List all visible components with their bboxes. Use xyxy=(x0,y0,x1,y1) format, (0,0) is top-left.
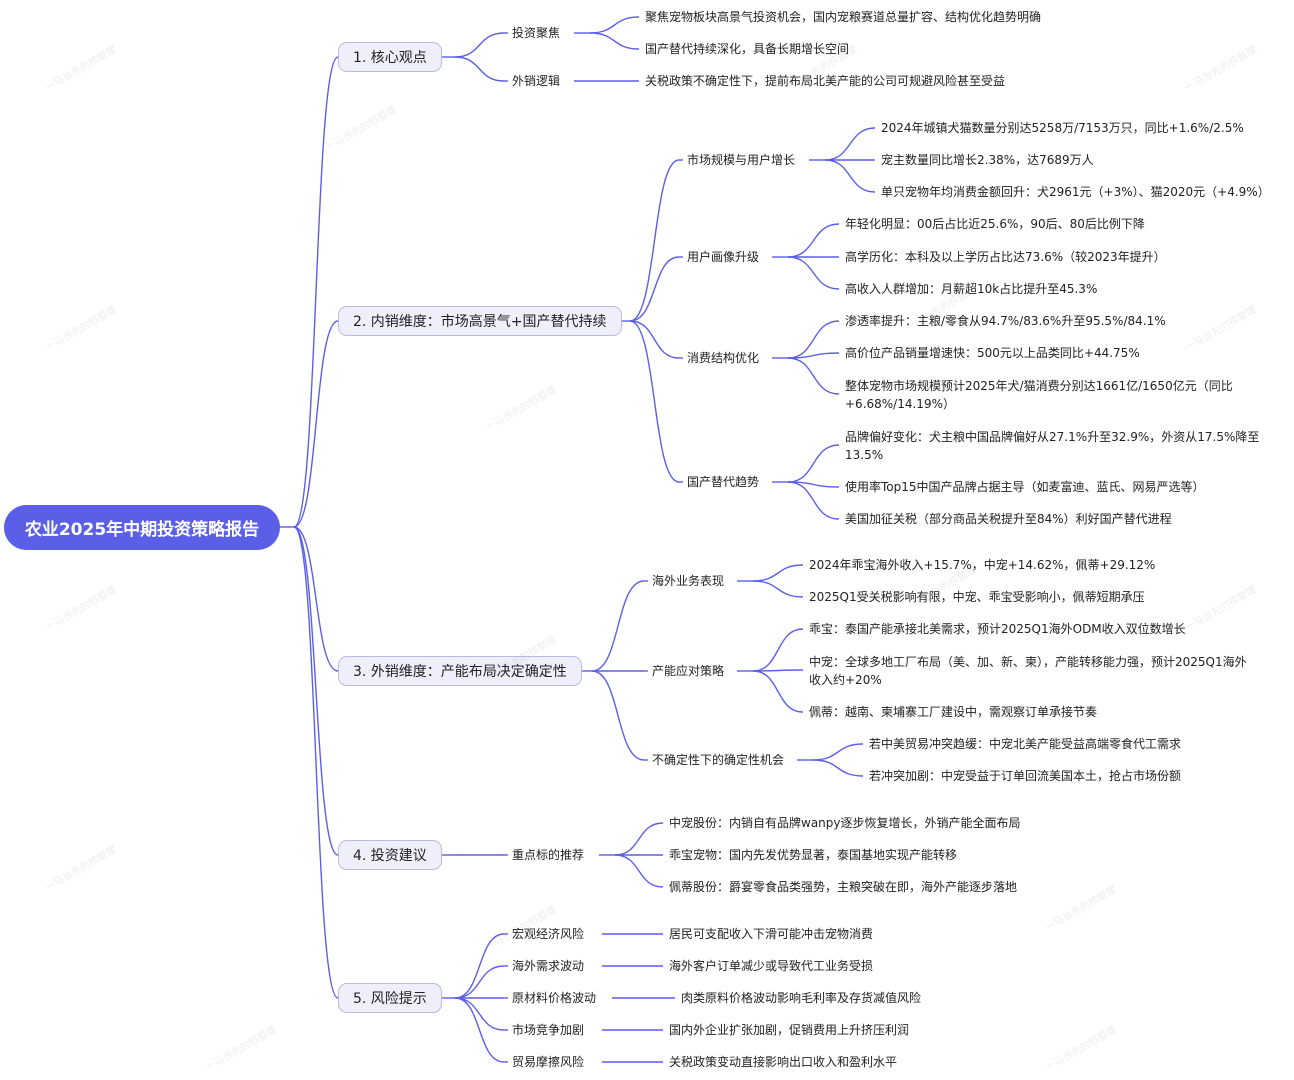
connector-line xyxy=(614,854,664,888)
section-label: 2. 内销维度：市场高景气+国产替代持续 xyxy=(353,314,607,330)
connector-line xyxy=(752,669,804,672)
connector-line xyxy=(824,127,876,161)
leaf-node: 2025Q1受关税影响有限，中宠、乖宝受影响小，佩蒂短期承压 xyxy=(809,590,1145,604)
section-label: 3. 外销维度：产能布局决定确定性 xyxy=(353,664,567,680)
leaf-node: 乖宝：泰国产能承接北美需求，预计2025Q1海外ODM收入双位数增长 xyxy=(809,622,1186,636)
root-label: 农业2025年中期投资策略报告 xyxy=(24,520,260,540)
sub-node[interactable]: 重点标的推荐 xyxy=(512,848,585,862)
sub-node[interactable]: 消费结构优化 xyxy=(687,351,760,365)
connector-line xyxy=(293,526,339,856)
leaf-node: 使用率Top15中国产品牌占据主导（如麦富迪、蓝氏、网易严选等） xyxy=(845,480,1205,494)
connector-line xyxy=(454,997,505,1031)
leaf-node: 肉类原料价格波动影响毛利率及存货减值风险 xyxy=(681,991,922,1005)
sub-node[interactable]: 市场规模与用户增长 xyxy=(687,153,796,167)
connector-line xyxy=(752,628,804,672)
connector-line xyxy=(787,357,840,395)
connector-line xyxy=(293,526,339,672)
connector-line xyxy=(787,481,840,520)
sub-node[interactable]: 海外业务表现 xyxy=(652,574,725,588)
leaf-node: 国内外企业扩张加剧，促销费用上升挤压利润 xyxy=(669,1023,910,1037)
leaf-node: 聚焦宠物板块高景气投资机会，国内宠粮赛道总量扩容、结构优化趋势明确 xyxy=(645,10,1042,24)
leaf-node: 居民可支配收入下滑可能冲击宠物消费 xyxy=(669,927,874,941)
sub-node[interactable]: 投资聚焦 xyxy=(512,26,561,40)
connector-line xyxy=(614,822,664,856)
sub-node[interactable]: 不确定性下的确定性机会 xyxy=(652,753,785,767)
sub-node[interactable]: 外销逻辑 xyxy=(512,74,561,88)
connector-line xyxy=(293,526,339,999)
connector-line xyxy=(824,159,876,193)
sub-node[interactable]: 市场竞争加剧 xyxy=(512,1023,585,1037)
connector-line xyxy=(293,320,339,528)
section-label: 1. 核心观点 xyxy=(353,50,427,66)
connector-line xyxy=(629,256,680,322)
connector-line xyxy=(454,965,505,999)
connector-line xyxy=(591,580,645,672)
sub-node[interactable]: 产能应对策略 xyxy=(652,664,725,678)
sub-node[interactable]: 原材料价格波动 xyxy=(512,991,597,1005)
connector-line xyxy=(454,32,505,58)
connector-line xyxy=(293,56,339,528)
leaf-node: 乖宝宠物：国内先发优势显著，泰国基地实现产能转移 xyxy=(669,848,958,862)
leaf-node: 若冲突加剧：中宠受益于订单回流美国本土，抢占市场份额 xyxy=(869,769,1182,783)
leaf-node: 美国加征关税（部分商品关税提升至84%）利好国产替代进程 xyxy=(845,512,1172,526)
section-risk-warning[interactable]: 5. 风险提示 xyxy=(338,983,442,1013)
sub-node[interactable]: 贸易摩擦风险 xyxy=(512,1055,585,1069)
leaf-node: 中宠：全球多地工厂布局（美、加、新、柬），产能转移能力强，预计2025Q1海外收… xyxy=(809,655,1247,687)
connector-line xyxy=(787,352,840,359)
leaf-node: 整体宠物市场规模预计2025年犬/猫消费分别达1661亿/1650亿元（同比+6… xyxy=(845,379,1233,411)
connector-line xyxy=(589,16,640,34)
section-export-sales[interactable]: 3. 外销维度：产能布局决定确定性 xyxy=(338,656,582,686)
connector-line xyxy=(752,564,804,582)
connector-line xyxy=(787,320,840,359)
connector-line xyxy=(787,444,840,483)
leaf-node: 关税政策不确定性下，提前布局北美产能的公司可规避风险甚至受益 xyxy=(645,74,1006,88)
leaf-node: 单只宠物年均消费金额回升：犬2961元（+3%）、猫2020元（+4.9%） xyxy=(881,185,1270,199)
section-label: 4. 投资建议 xyxy=(353,848,427,864)
leaf-node: 2024年乖宝海外收入+15.7%，中宠+14.62%，佩蒂+29.12% xyxy=(809,558,1156,572)
section-label: 5. 风险提示 xyxy=(353,991,427,1007)
sub-node[interactable]: 宏观经济风险 xyxy=(512,927,585,941)
section-investment-advice[interactable]: 4. 投资建议 xyxy=(338,840,442,870)
connector-line xyxy=(752,670,804,713)
leaf-node: 关税政策变动直接影响出口收入和盈利水平 xyxy=(669,1055,898,1069)
connector-line xyxy=(629,320,680,359)
leaf-node: 高学历化：本科及以上学历占比达73.6%（较2023年提升） xyxy=(845,250,1166,264)
connector-line xyxy=(454,56,505,82)
leaf-node: 国产替代持续深化，具备长期增长空间 xyxy=(645,42,850,56)
connector-line xyxy=(454,997,505,1063)
leaf-node: 若中美贸易冲突趋缓：中宠北美产能受益高端零食代工需求 xyxy=(869,737,1182,751)
sub-node[interactable]: 海外需求波动 xyxy=(512,959,585,973)
leaf-node: 佩蒂股份：爵宴零食品类强势，主粮突破在即，海外产能逐步落地 xyxy=(669,880,1018,894)
connector-line xyxy=(752,580,804,598)
connector-line xyxy=(787,223,840,258)
connector-line xyxy=(812,743,864,761)
sub-node[interactable]: 用户画像升级 xyxy=(687,250,760,264)
root-node[interactable]: 农业2025年中期投资策略报告 xyxy=(4,505,280,550)
connector-line xyxy=(454,933,505,999)
connector-line xyxy=(629,320,680,483)
section-core-views[interactable]: 1. 核心观点 xyxy=(338,42,442,72)
leaf-node: 年轻化明显：00后占比近25.6%，90后、80后比例下降 xyxy=(845,217,1145,231)
leaf-node: 宠主数量同比增长2.38%，达7689万人 xyxy=(881,153,1094,167)
leaf-node: 渗透率提升：主粮/零食从94.7%/83.6%升至95.5%/84.1% xyxy=(845,314,1166,328)
leaf-node: 佩蒂：越南、柬埔寨工厂建设中，需观察订单承接节奏 xyxy=(809,705,1098,719)
leaf-node: 高价位产品销量增速快：500元以上品类同比+44.75% xyxy=(845,346,1140,360)
leaf-node: 中宠股份：内销自有品牌wanpy逐步恢复增长，外销产能全面布局 xyxy=(669,816,1021,830)
section-domestic-sales[interactable]: 2. 内销维度：市场高景气+国产替代持续 xyxy=(338,306,622,336)
leaf-node: 品牌偏好变化：犬主粮中国品牌偏好从27.1%升至32.9%，外资从17.5%降至… xyxy=(845,430,1260,462)
leaf-node: 2024年城镇犬猫数量分别达5258万/7153万只，同比+1.6%/2.5% xyxy=(881,121,1244,135)
connector-line xyxy=(591,670,645,761)
connector-line xyxy=(589,32,640,50)
connector-line xyxy=(812,759,864,777)
leaf-node: 高收入人群增加：月薪超10k占比提升至45.3% xyxy=(845,282,1098,296)
connector-line xyxy=(629,159,680,322)
connector-line xyxy=(787,256,840,290)
sub-node[interactable]: 国产替代趋势 xyxy=(687,475,760,489)
leaf-node: 海外客户订单减少或导致代工业务受损 xyxy=(669,959,874,973)
